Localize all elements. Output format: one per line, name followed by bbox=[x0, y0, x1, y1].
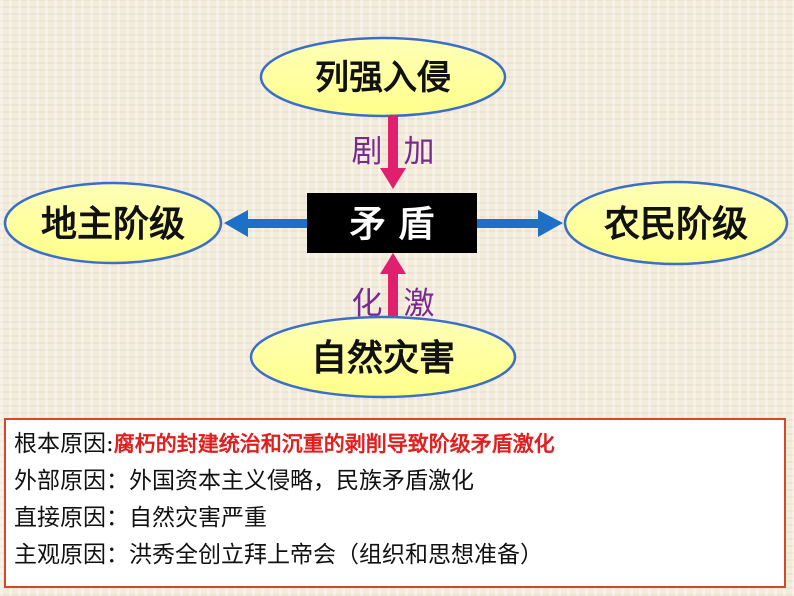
cause-row-direct: 直接原因：自然灾害严重 bbox=[14, 500, 776, 537]
cause-text: 外国资本主义侵略，民族矛盾激化 bbox=[129, 468, 474, 494]
node-bottom: 自然灾害 bbox=[249, 315, 517, 399]
node-left: 地主阶级 bbox=[3, 181, 223, 265]
cause-text: 自然灾害严重 bbox=[129, 505, 267, 531]
arrow-center-to-right bbox=[476, 210, 563, 237]
node-top-label: 列强入侵 bbox=[315, 58, 451, 98]
edge-label-top-1: 剧 bbox=[352, 134, 383, 170]
node-left-label: 地主阶级 bbox=[41, 204, 185, 245]
arrow-center-to-left bbox=[224, 210, 308, 237]
node-center-label: 矛 盾 bbox=[350, 204, 435, 245]
cause-label: 主观原因： bbox=[14, 542, 129, 568]
cause-text: 洪秀全创立拜上帝会（组织和思想准备） bbox=[129, 542, 543, 568]
contradiction-diagram: 列强入侵 剧 加 地主阶级 农民阶级 矛 盾 化 激 自然灾害 bbox=[3, 36, 789, 399]
arrow-bottom-to-center bbox=[380, 253, 406, 330]
node-right-label: 农民阶级 bbox=[604, 204, 748, 245]
node-top: 列强入侵 bbox=[259, 36, 507, 118]
cause-label: 根本原因: bbox=[14, 431, 114, 457]
node-bottom-label: 自然灾害 bbox=[311, 337, 455, 379]
edge-label-top-2: 加 bbox=[404, 134, 435, 170]
cause-row-root: 根本原因:腐朽的封建统治和沉重的剥削导致阶级矛盾激化 bbox=[14, 426, 776, 463]
edge-label-bottom-2: 激 bbox=[404, 286, 435, 322]
cause-label: 直接原因： bbox=[14, 505, 129, 531]
causes-notes-box: 根本原因:腐朽的封建统治和沉重的剥削导致阶级矛盾激化 外部原因：外国资本主义侵略… bbox=[4, 418, 786, 588]
arrow-top-to-center bbox=[380, 115, 406, 189]
cause-label: 外部原因： bbox=[14, 468, 129, 494]
node-center: 矛 盾 bbox=[307, 193, 477, 253]
cause-row-external: 外部原因：外国资本主义侵略，民族矛盾激化 bbox=[14, 463, 776, 500]
cause-text-highlight: 腐朽的封建统治和沉重的剥削导致阶级矛盾激化 bbox=[113, 432, 555, 456]
cause-row-subjective: 主观原因：洪秀全创立拜上帝会（组织和思想准备） bbox=[14, 537, 776, 574]
node-right: 农民阶级 bbox=[563, 180, 789, 266]
